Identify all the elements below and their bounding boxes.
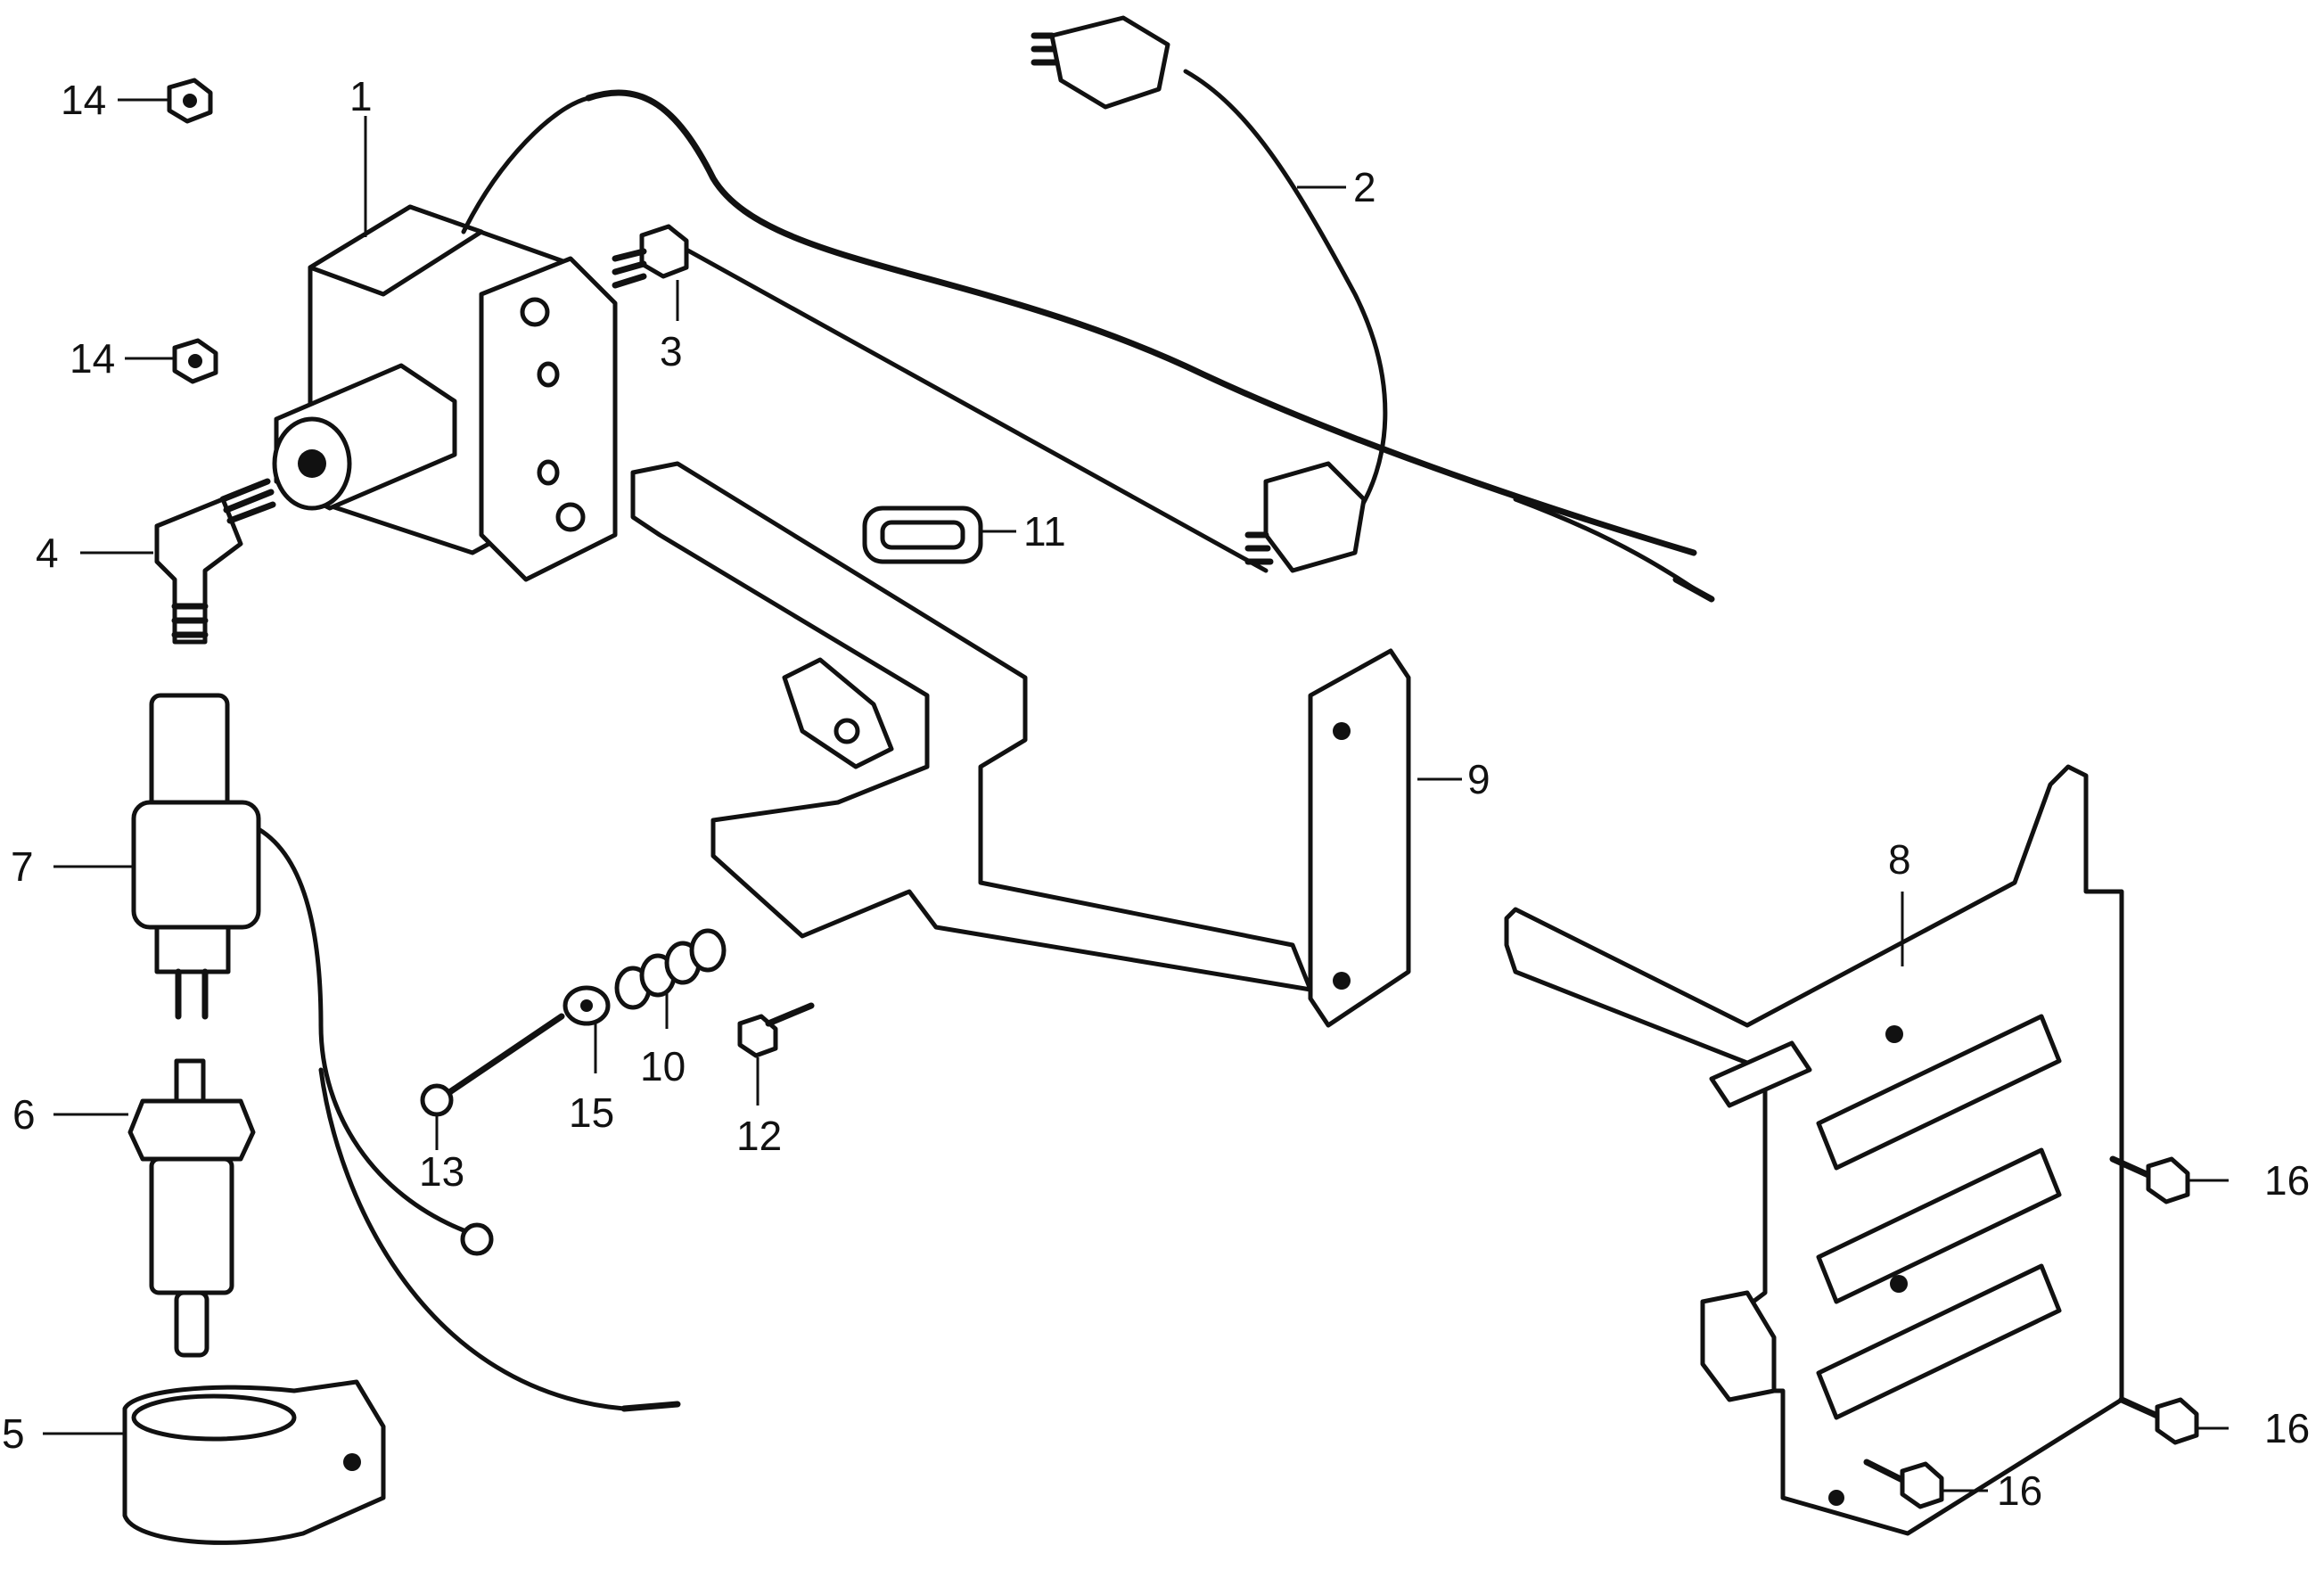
bracket-part-9 (630, 461, 1411, 1028)
callout-11: 11 (1023, 508, 1066, 555)
callout-16-lower: 16 (1997, 1467, 2042, 1514)
callout-16-middle: 16 (2264, 1405, 2310, 1451)
callout-1: 1 (349, 73, 373, 119)
valve-part-6 (127, 1058, 256, 1358)
callout-14-upper: 14 (61, 77, 106, 123)
grommet-part-11 (862, 506, 983, 564)
washer-part-15 (563, 985, 611, 1026)
callout-16-upper: 16 (2264, 1157, 2310, 1204)
callout-13: 13 (419, 1148, 464, 1195)
bolt-part-16-lower (1863, 1459, 1944, 1509)
nut-part-14-lower (172, 338, 218, 384)
callout-2: 2 (1353, 164, 1376, 210)
bolt-part-12 (737, 1002, 815, 1058)
callout-5: 5 (2, 1410, 25, 1457)
callout-14-lower: 14 (70, 335, 115, 382)
ignition-coil-part-1 (272, 95, 618, 582)
callout-labels: 1 2 3 4 5 6 7 8 9 10 11 12 13 14 14 15 1… (2, 73, 2310, 1514)
clamp-part-5 (122, 1379, 386, 1545)
shield-cover-part-8 (1504, 764, 2124, 1536)
long-bolt-part-13 (420, 1013, 565, 1117)
nut-part-14-upper (167, 78, 213, 124)
plug-cord-part-2 (585, 15, 1715, 603)
callout-7: 7 (11, 843, 34, 890)
elbow-fitting-part-4 (154, 478, 276, 645)
bolt-part-16-upper (2109, 1155, 2190, 1204)
switch-unit-part-7 (131, 693, 681, 1412)
callout-9: 9 (1467, 756, 1490, 802)
callout-8: 8 (1888, 836, 1911, 883)
callout-4: 4 (36, 530, 59, 576)
spring-part-10 (614, 928, 727, 1010)
callout-3: 3 (660, 328, 683, 374)
bolt-part-3 (612, 224, 1269, 573)
bolt-part-16-middle (2118, 1396, 2199, 1445)
callout-10: 10 (640, 1043, 686, 1089)
callout-6: 6 (12, 1091, 36, 1138)
callout-12: 12 (736, 1113, 782, 1159)
callout-15: 15 (569, 1089, 614, 1136)
